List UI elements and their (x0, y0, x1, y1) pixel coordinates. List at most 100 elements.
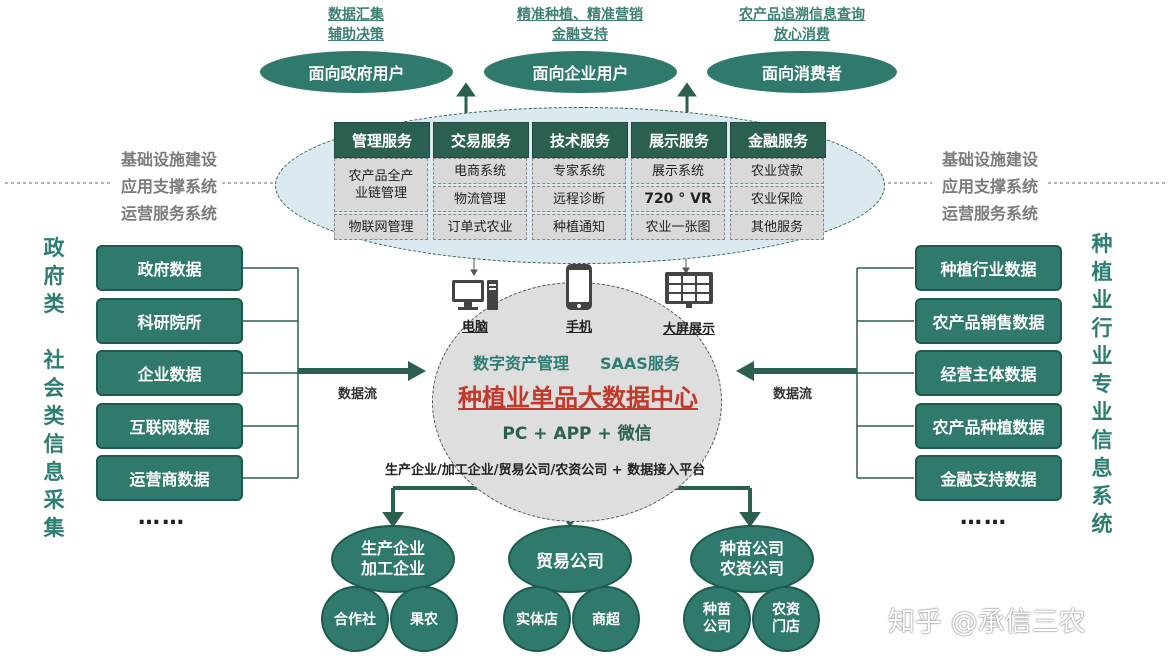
desktop-label: 电脑 (461, 320, 488, 335)
vertical-char: 业 (1091, 400, 1113, 424)
vertical-char: 府 (43, 264, 65, 288)
vertical-char: 种 (1091, 232, 1113, 256)
supermarket-node: 商超 (572, 586, 640, 652)
service-item-line2: 业链管理 (354, 186, 407, 201)
large-screen-label: 大屏展示 (662, 322, 715, 337)
data-center-title: 种植业单品大数据中心 (458, 384, 698, 412)
integration-caption: 生产企业/加工企业/贸易公司/农资公司 + 数据接入平台 (385, 463, 706, 478)
vertical-char: 专 (1091, 372, 1113, 396)
service-item[interactable]: 农业贷款 (730, 158, 824, 184)
service-item[interactable]: 其他服务 (730, 214, 824, 240)
mobile-phone-icon[interactable] (564, 262, 594, 312)
app-support-label: 应用支撑系统 (120, 177, 217, 196)
service-item[interactable]: 专家系统 (532, 158, 626, 184)
ops-service-label: 运营服务系统 (120, 204, 217, 223)
producer-processor-node: 生产企业 加工企业 (331, 525, 455, 593)
gov-benefit-line2: 辅助决策 (328, 27, 384, 43)
service-header-display[interactable]: 展示服务 (631, 122, 727, 158)
left-system-labels: 基础设施建设 应用支撑系统 运营服务系统 (114, 146, 224, 227)
left-vertical-title: 政 府 类 社 会 类 信 息 采 集 (41, 234, 67, 542)
source-planting-industry-data[interactable]: 种植行业数据 (915, 245, 1062, 291)
service-header-tech[interactable]: 技术服务 (532, 122, 628, 158)
watermark: 知乎 @承信三农 (888, 607, 1086, 638)
service-item[interactable]: 种植通知 (532, 214, 626, 240)
service-item[interactable]: 农产品全产 业链管理 (334, 158, 428, 212)
vertical-char: 信 (43, 432, 65, 456)
fruit-farmer-node: 果农 (390, 586, 458, 652)
enterprise-user-pill: 面向企业用户 (484, 51, 677, 93)
right-vertical-title: 种 植 业 行 业 专 业 信 息 系 统 (1089, 230, 1115, 538)
gov-benefit-line1: 数据汇集 (328, 7, 384, 23)
source-carrier-data[interactable]: 运营商数据 (96, 455, 243, 501)
service-item[interactable]: 物联网管理 (334, 214, 428, 240)
vertical-char: 会 (43, 376, 65, 400)
right-system-labels: 基础设施建设 应用支撑系统 运营服务系统 (935, 146, 1045, 227)
enterprise-benefit-line2: 金融支持 (552, 27, 608, 43)
vertical-char: 系 (1091, 484, 1113, 508)
service-item[interactable]: 订单式农业 (433, 214, 527, 240)
vertical-char: 信 (1091, 428, 1113, 452)
service-header-management[interactable]: 管理服务 (334, 122, 430, 158)
saas-label: SAAS服务 (600, 354, 680, 373)
gov-benefit-link[interactable]: 数据汇集 辅助决策 (296, 5, 416, 45)
left-ellipsis: …… (138, 505, 186, 530)
vertical-char: 业 (1091, 344, 1113, 368)
source-finance-support-data[interactable]: 金融支持数据 (915, 455, 1062, 501)
service-item[interactable]: 远程诊断 (532, 186, 626, 212)
seed-agri-supply-node: 种苗公司 农资公司 (690, 525, 814, 593)
service-header-finance[interactable]: 金融服务 (730, 122, 826, 158)
app-support-label: 应用支撑系统 (941, 177, 1038, 196)
right-ellipsis: …… (960, 505, 1008, 530)
data-center-circle (432, 282, 722, 522)
service-header-trade[interactable]: 交易服务 (433, 122, 529, 158)
platforms-label: PC + APP + 微信 (502, 424, 652, 444)
agri-supply-store-node: 农资 门店 (752, 586, 820, 652)
node-line2: 公司 (703, 619, 731, 635)
node-line1: 贸易公司 (536, 551, 604, 572)
gov-user-pill: 面向政府用户 (260, 51, 453, 93)
vertical-char: 社 (43, 348, 65, 372)
consumer-benefit-line1: 农产品追溯信息查询 (739, 7, 865, 23)
source-research-institutes[interactable]: 科研院所 (96, 298, 243, 344)
node-line1: 种苗公司 (719, 539, 784, 558)
source-produce-planting-data[interactable]: 农产品种植数据 (915, 403, 1062, 449)
vertical-char: 集 (43, 516, 65, 540)
service-item[interactable]: 展示系统 (631, 158, 725, 184)
service-item[interactable]: 720 ° VR (631, 186, 725, 212)
source-operator-data[interactable]: 经营主体数据 (915, 350, 1062, 396)
retail-store-node: 实体店 (503, 586, 571, 652)
infra-label: 基础设施建设 (120, 150, 217, 169)
node-line1: 生产企业 (360, 539, 425, 558)
node-line1: 种苗 (703, 602, 731, 618)
vertical-char: 类 (43, 404, 65, 428)
desktop-computer-icon[interactable] (450, 276, 500, 316)
consumer-benefit-link[interactable]: 农产品追溯信息查询 放心消费 (722, 5, 882, 45)
enterprise-benefit-link[interactable]: 精准种植、精准营销 金融支持 (495, 5, 665, 45)
source-enterprise-data[interactable]: 企业数据 (96, 350, 243, 396)
source-internet-data[interactable]: 互联网数据 (96, 403, 243, 449)
service-item[interactable]: 农业一张图 (631, 214, 725, 240)
ops-service-label: 运营服务系统 (941, 204, 1038, 223)
right-data-flow-label: 数据流 (773, 387, 813, 402)
service-item[interactable]: 物流管理 (433, 186, 527, 212)
node-line2: 门店 (772, 619, 800, 635)
mobile-label: 手机 (565, 320, 592, 335)
vertical-gap (41, 318, 67, 346)
trading-company-node: 贸易公司 (508, 525, 632, 593)
enterprise-benefit-line1: 精准种植、精准营销 (517, 7, 643, 23)
service-item[interactable]: 电商系统 (433, 158, 527, 184)
service-item[interactable]: 农业保险 (730, 186, 824, 212)
large-screen-icon[interactable] (664, 271, 714, 311)
seed-company-node: 种苗 公司 (683, 586, 751, 652)
consumer-benefit-line2: 放心消费 (774, 27, 830, 43)
service-item-line1: 农产品全产 (348, 169, 414, 184)
source-gov-data[interactable]: 政府数据 (96, 245, 243, 291)
node-line2: 农资公司 (719, 559, 784, 578)
digital-asset-label: 数字资产管理 (473, 354, 570, 373)
left-data-flow-label: 数据流 (338, 387, 378, 402)
vertical-char: 行 (1091, 316, 1113, 340)
consumer-user-pill: 面向消费者 (707, 51, 897, 93)
infra-label: 基础设施建设 (941, 150, 1038, 169)
source-produce-sales-data[interactable]: 农产品销售数据 (915, 298, 1062, 344)
vertical-char: 息 (43, 460, 65, 484)
